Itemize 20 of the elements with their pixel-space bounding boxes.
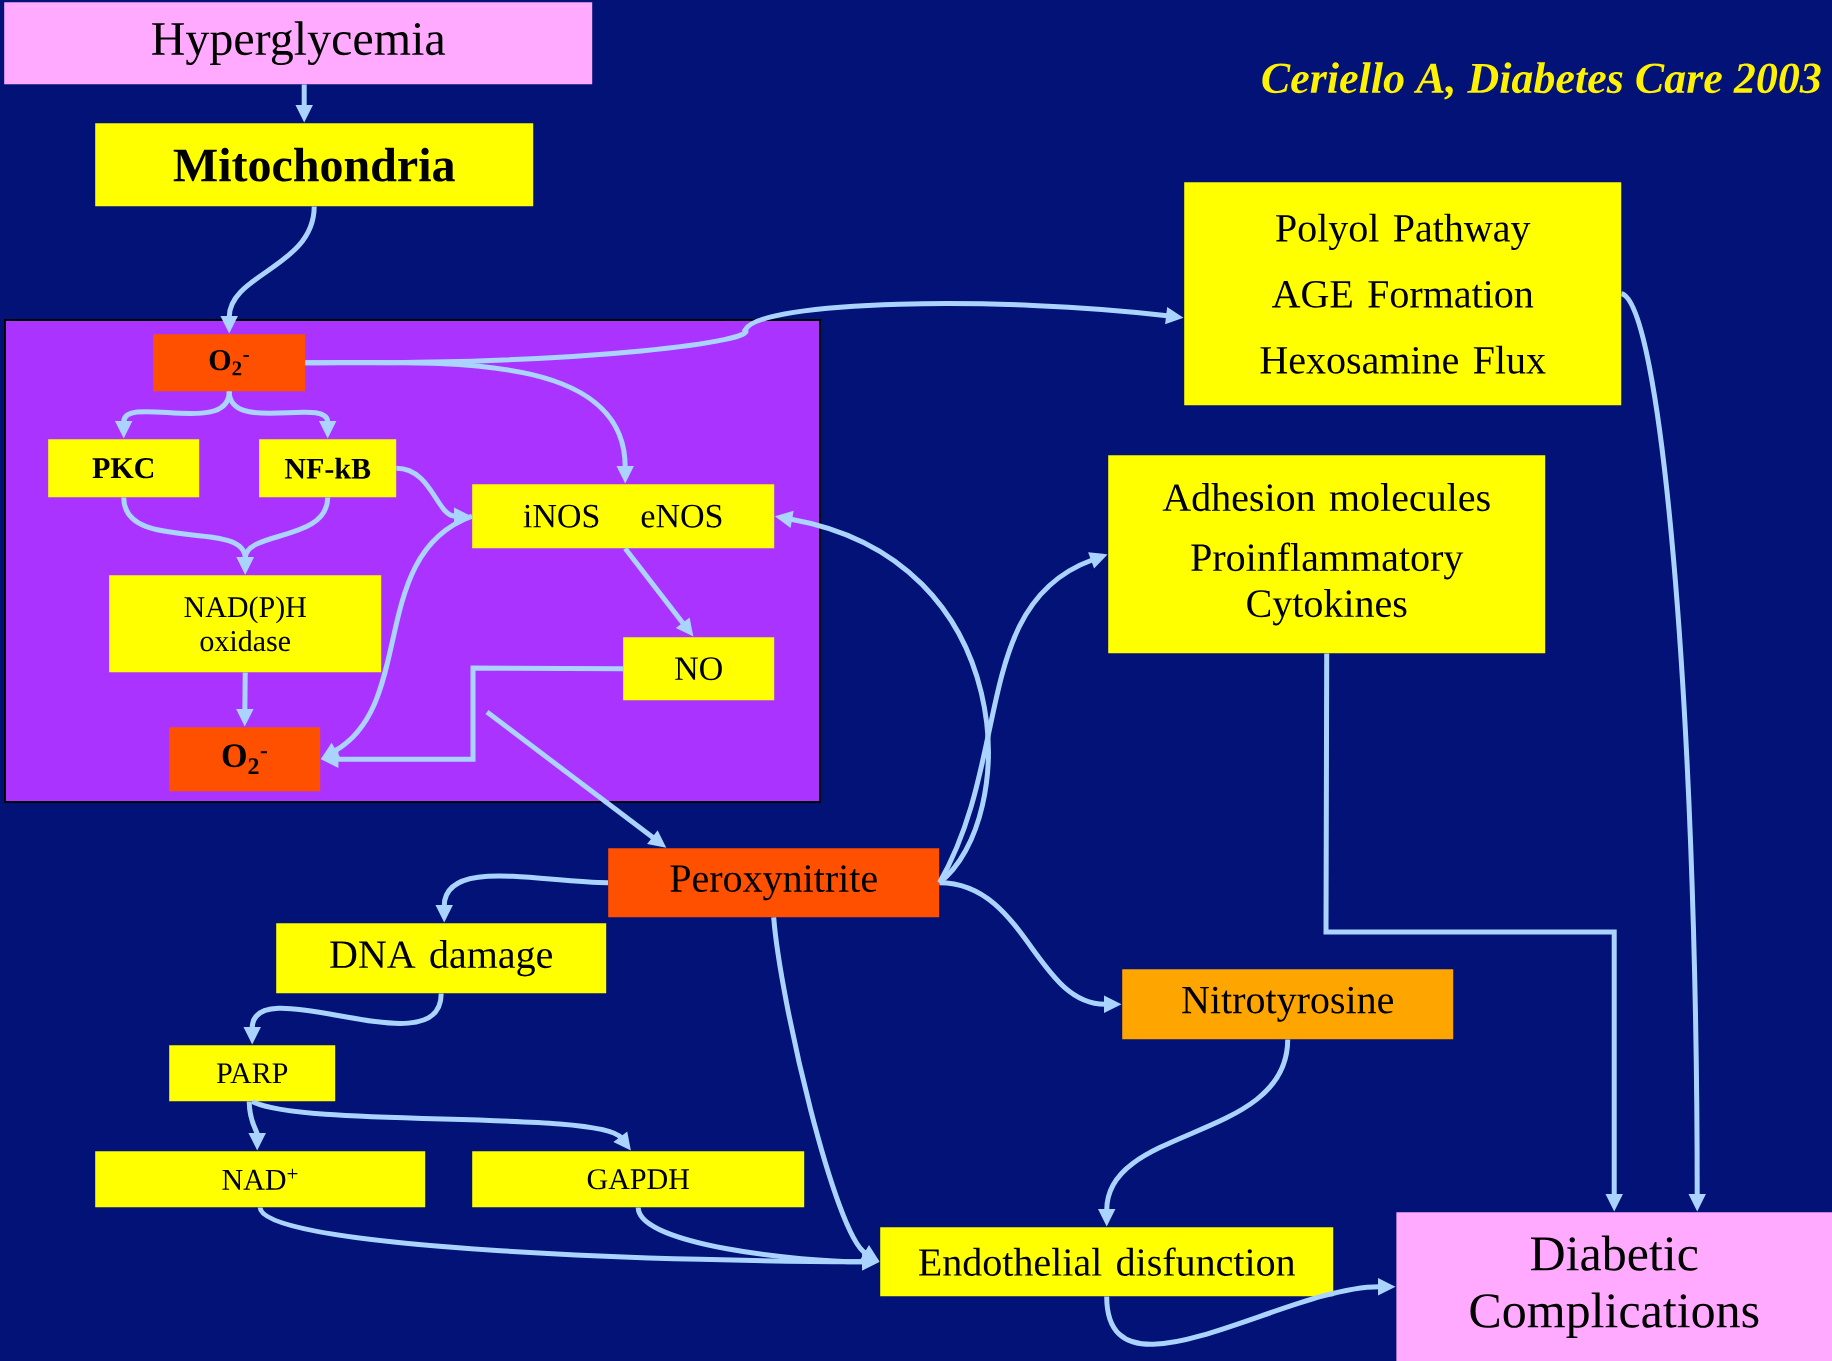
process-box: Mitochondria [95, 123, 534, 207]
molecule-box: NAD$^{+}$ [95, 1151, 426, 1208]
process-box: NF-kB [259, 439, 397, 498]
process-box: Adhesion molecules Proinflammatory Cytokines [1108, 455, 1546, 654]
citation: Ceriello A, Diabetes Care 2003 [1262, 62, 1821, 100]
process-box: DNA damage [276, 923, 607, 994]
outcome-box: Diabetic Complications [1396, 1212, 1832, 1361]
enzyme-box: iNOS eNOS [472, 484, 775, 549]
pathway-box: Polyol Pathway AGE Formation Hexosamine Flux [1184, 182, 1622, 406]
molecule-box: Nitrotyrosine [1122, 969, 1454, 1040]
molecule-box: O$_{2}$- [153, 334, 306, 392]
molecule-box: NO [623, 637, 775, 701]
process-box: PKC [48, 439, 200, 498]
start-box: Hyperglycemia [4, 2, 593, 85]
enzyme-box: NAD(P)H oxidase [109, 575, 382, 673]
process-box: Endothelial disfunction [880, 1227, 1334, 1297]
enzyme-box: PARP [169, 1045, 336, 1102]
molecule-box: Peroxynitrite [608, 848, 940, 918]
enzyme-box: GAPDH [472, 1151, 805, 1208]
molecule-box: O$_{2}$- [169, 727, 321, 792]
